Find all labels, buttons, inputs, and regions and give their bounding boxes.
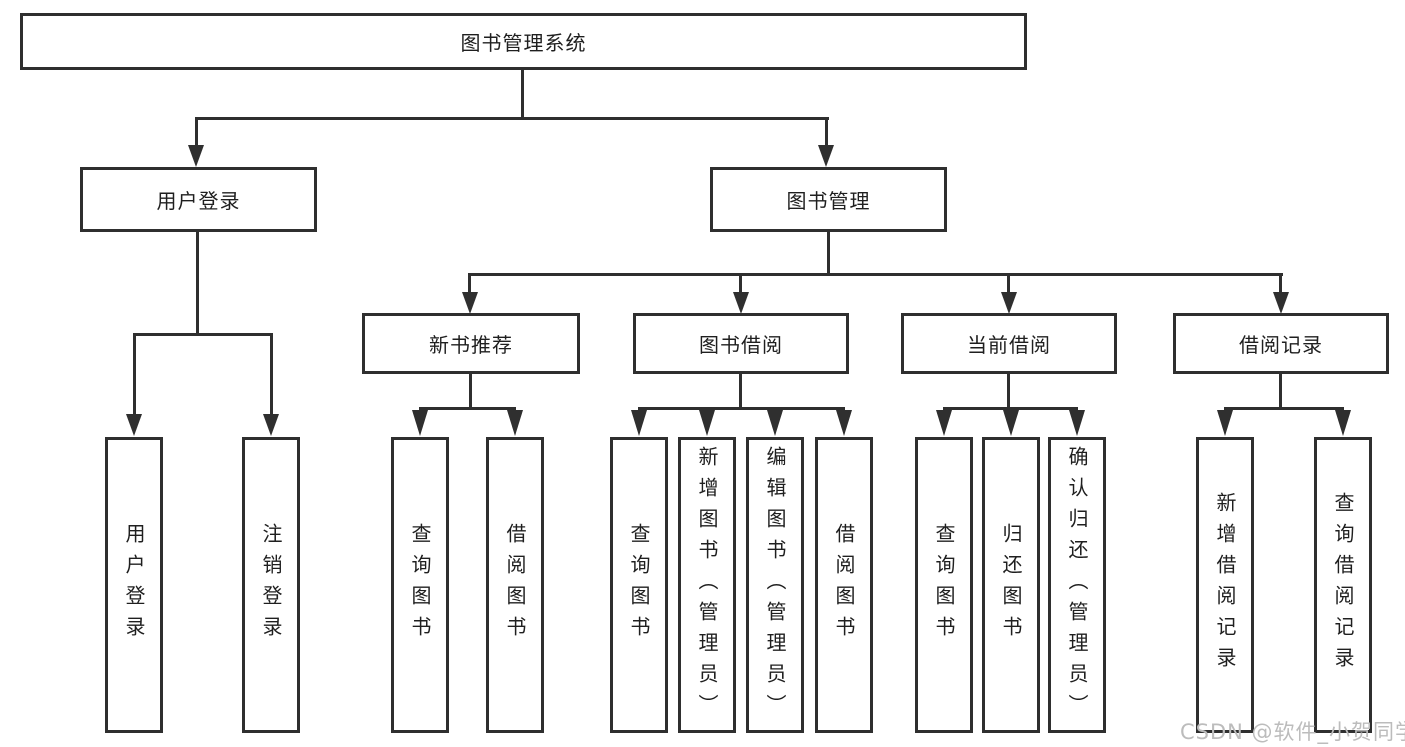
arrow-down-icon (1003, 410, 1019, 436)
arrow-down-icon (1273, 292, 1289, 314)
leaf-label: 查询图书 (408, 523, 432, 647)
arrow-down-icon (936, 410, 952, 436)
node-user-login: 用户登录 (80, 167, 317, 232)
connector-line (195, 117, 198, 147)
arrow-down-icon (1069, 410, 1085, 436)
connector-line (739, 273, 742, 293)
connector-line (195, 117, 829, 120)
arrow-down-icon (1217, 410, 1233, 436)
arrow-down-icon (412, 410, 428, 436)
connector-line (1224, 407, 1344, 410)
arrow-down-icon (507, 410, 523, 436)
leaf-label: 注销登录 (259, 523, 283, 647)
leaf-label: 查询图书 (627, 523, 651, 647)
leaf-borrow-books: 借阅图书 (815, 437, 873, 733)
leaf-borrow-books-recommend: 借阅图书 (486, 437, 544, 733)
leaf-label: 借阅图书 (832, 523, 856, 647)
arrow-down-icon (462, 292, 478, 314)
node-book-borrowing: 图书借阅 (633, 313, 849, 374)
arrow-down-icon (631, 410, 647, 436)
connector-line (739, 374, 742, 410)
arrow-down-icon (818, 145, 834, 167)
node-label: 新书推荐 (429, 333, 513, 357)
arrow-down-icon (699, 410, 715, 436)
arrow-down-icon (188, 145, 204, 167)
arrow-down-icon (1001, 292, 1017, 314)
connector-line (133, 333, 136, 414)
connector-line (1279, 273, 1282, 293)
node-label: 当前借阅 (967, 333, 1051, 357)
watermark-text: CSDN @软件_小贺同学 (1180, 720, 1405, 744)
leaf-label: 查询借阅记录 (1331, 492, 1355, 678)
arrow-down-icon (263, 414, 279, 436)
leaf-label: 借阅图书 (503, 523, 527, 647)
node-label: 图书管理 (786, 189, 871, 213)
leaf-edit-books-admin: 编辑图书（管理员） (746, 437, 804, 733)
node-label: 借阅记录 (1239, 333, 1323, 357)
connector-line (419, 407, 516, 410)
node-label: 图书借阅 (699, 333, 783, 357)
connector-line (943, 407, 1078, 410)
connector-line (825, 117, 828, 147)
arrow-down-icon (126, 414, 142, 436)
node-book-management: 图书管理 (710, 167, 947, 232)
leaf-label: 新增借阅记录 (1213, 492, 1237, 678)
leaf-logout-login: 注销登录 (242, 437, 300, 733)
leaf-query-books-borrow: 查询图书 (610, 437, 668, 733)
leaf-label: 确认归还（管理员） (1065, 445, 1089, 725)
connector-line (521, 70, 524, 120)
connector-line (468, 273, 471, 293)
leaf-add-books-admin: 新增图书（管理员） (678, 437, 736, 733)
leaf-label: 归还图书 (999, 523, 1023, 647)
leaf-query-books-current: 查询图书 (915, 437, 973, 733)
node-new-book-recommendation: 新书推荐 (362, 313, 580, 374)
arrow-down-icon (1335, 410, 1351, 436)
arrow-down-icon (767, 410, 783, 436)
connector-line (270, 333, 273, 414)
node-library-management-system: 图书管理系统 (20, 13, 1027, 70)
leaf-add-borrow-record: 新增借阅记录 (1196, 437, 1254, 733)
node-label: 用户登录 (156, 189, 241, 213)
connector-line (1279, 374, 1282, 410)
leaf-label: 用户登录 (122, 523, 146, 647)
node-label: 图书管理系统 (460, 31, 587, 55)
leaf-return-books: 归还图书 (982, 437, 1040, 733)
leaf-query-books-recommend: 查询图书 (391, 437, 449, 733)
leaf-label: 新增图书（管理员） (695, 445, 719, 725)
connector-line (827, 232, 830, 276)
leaf-label: 编辑图书（管理员） (763, 445, 787, 725)
connector-line (1007, 374, 1010, 410)
leaf-user-login: 用户登录 (105, 437, 163, 733)
connector-line (196, 232, 199, 336)
leaf-confirm-return-admin: 确认归还（管理员） (1048, 437, 1106, 733)
leaf-query-borrow-record: 查询借阅记录 (1314, 437, 1372, 733)
connector-line (1007, 273, 1010, 293)
connector-line (133, 333, 273, 336)
leaf-label: 查询图书 (932, 523, 956, 647)
connector-line (469, 374, 472, 410)
arrow-down-icon (733, 292, 749, 314)
connector-line (469, 273, 1283, 276)
node-current-borrowing: 当前借阅 (901, 313, 1117, 374)
node-borrowing-records: 借阅记录 (1173, 313, 1389, 374)
connector-line (638, 407, 845, 410)
arrow-down-icon (836, 410, 852, 436)
